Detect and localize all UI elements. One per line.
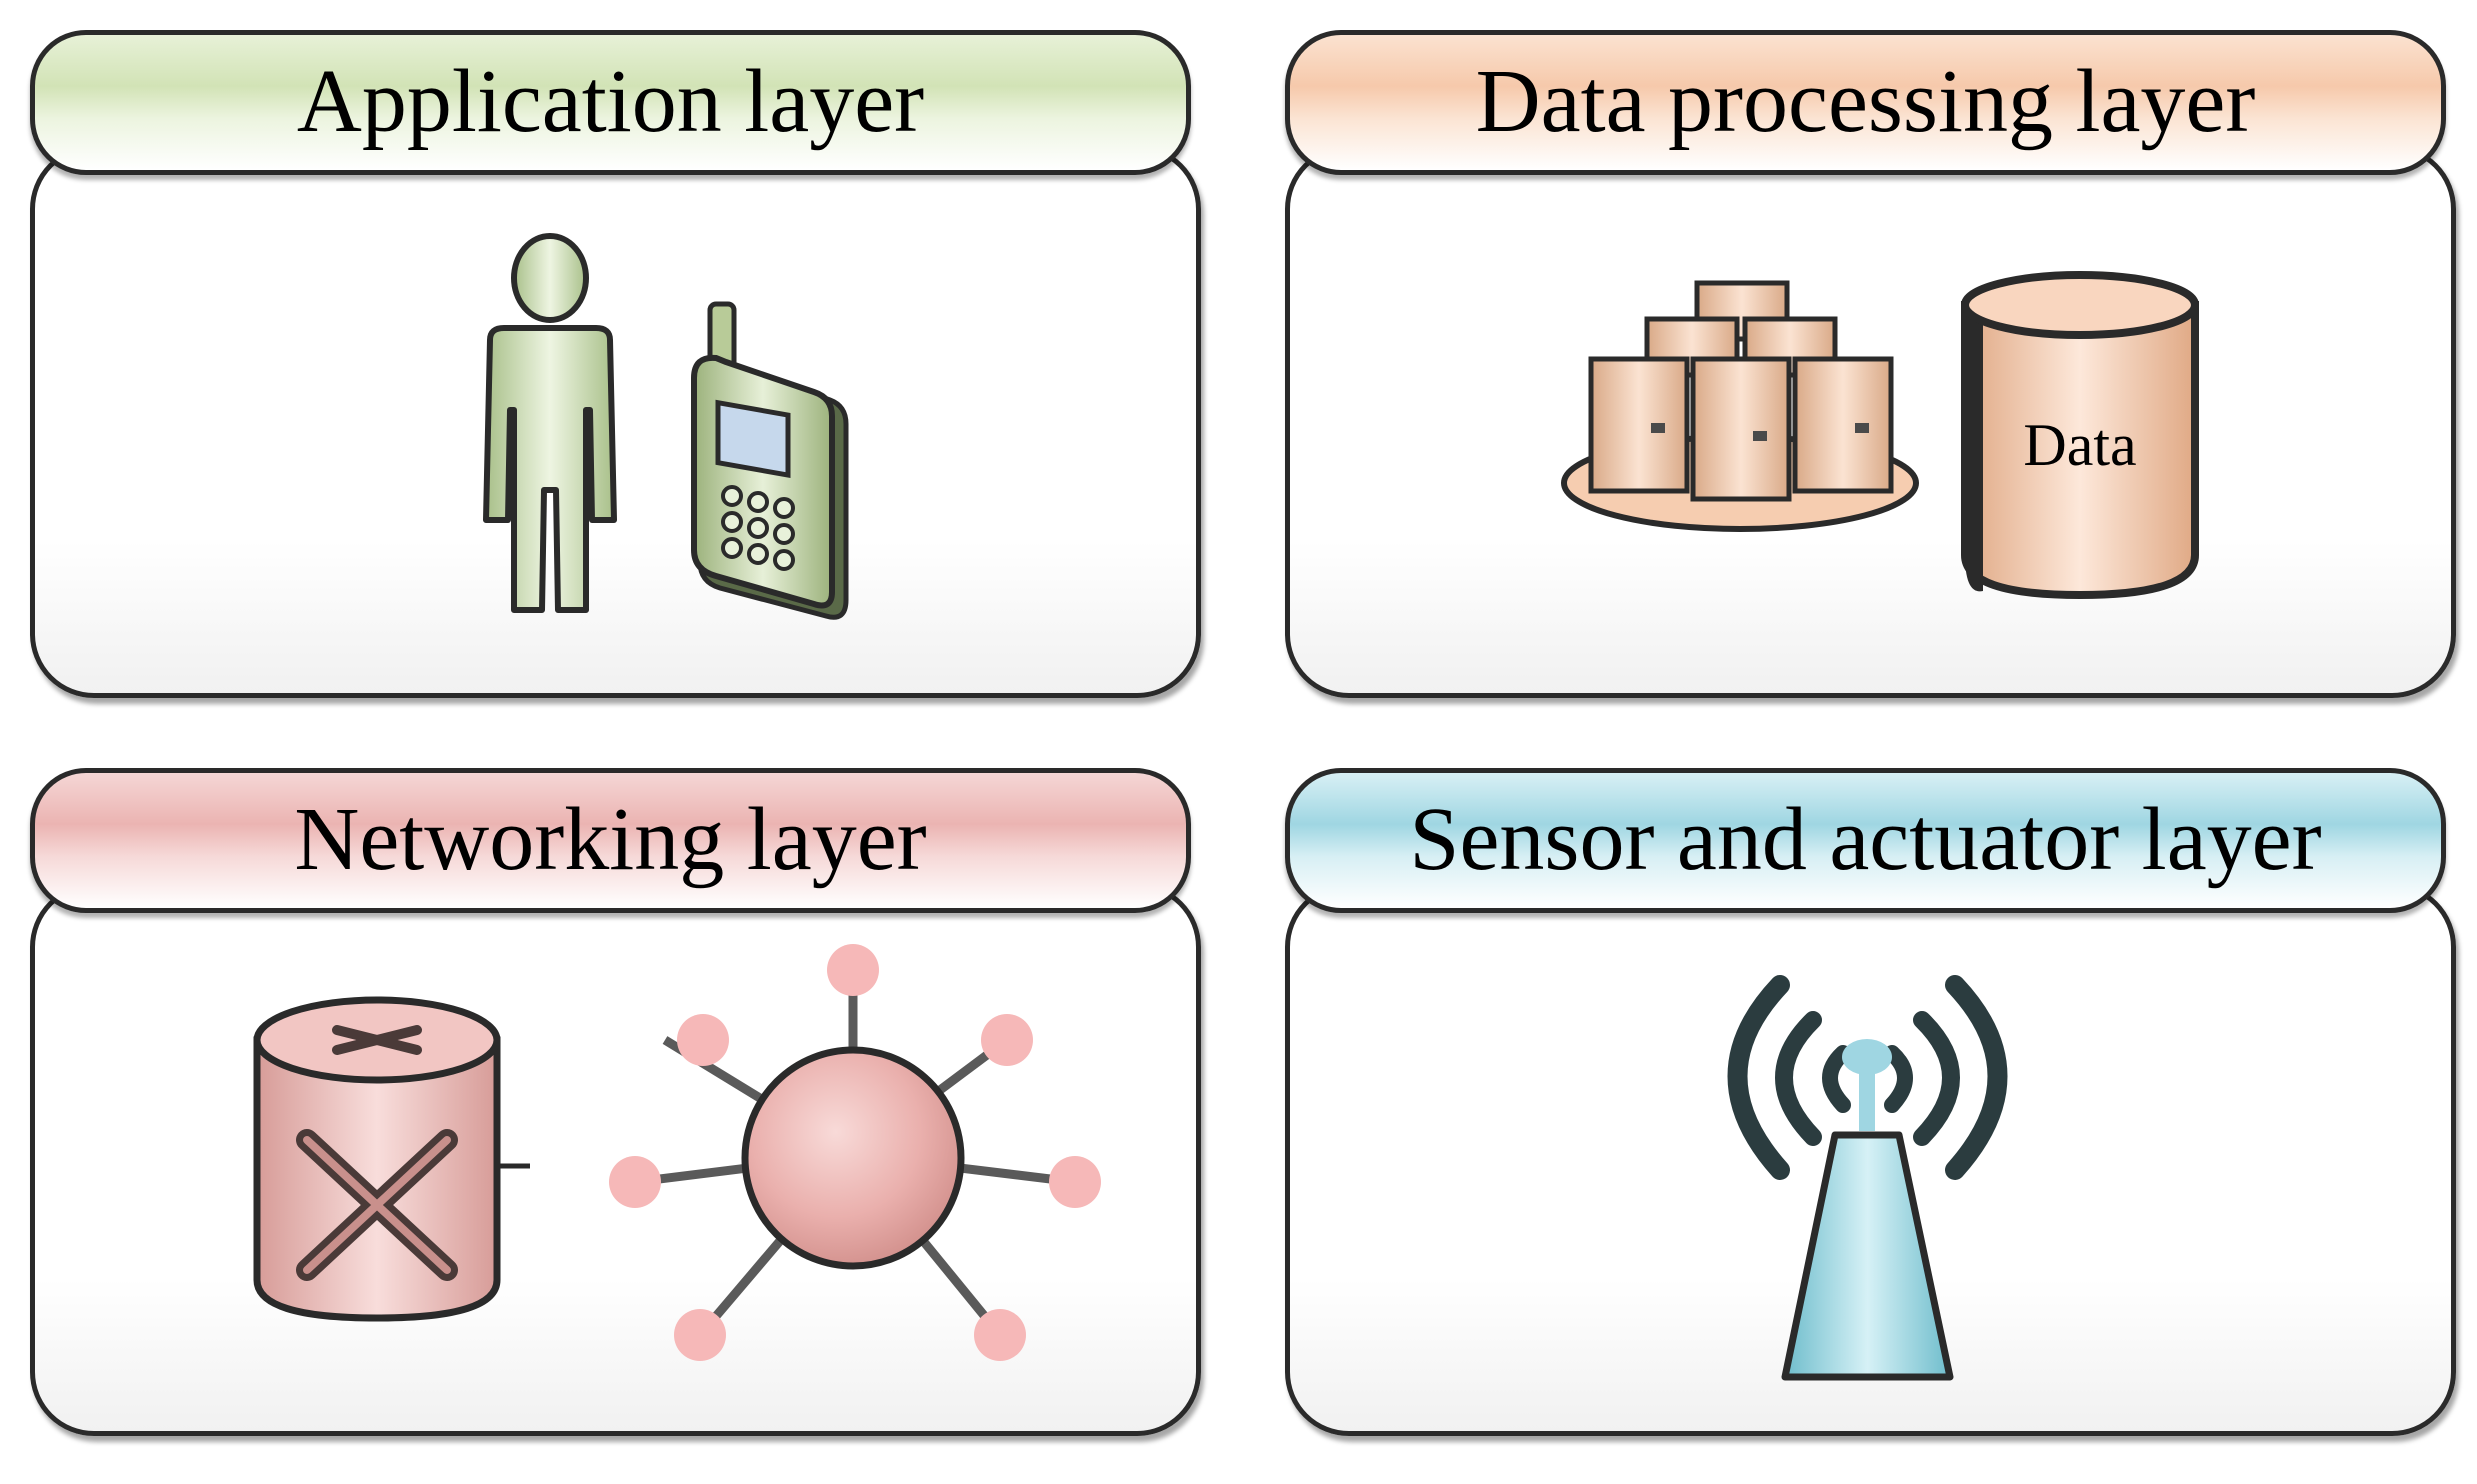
- networking-layer-title: Networking layer: [294, 790, 927, 889]
- sensor-actuator-layer-title: Sensor and actuator layer: [1409, 790, 2322, 889]
- database-icon: Data: [1961, 271, 2199, 600]
- application-layer-panel: Application layer: [30, 30, 1201, 698]
- application-layer-header: Application layer: [30, 30, 1191, 175]
- mobile-phone-icon: [691, 301, 849, 620]
- application-layer-title: Application layer: [296, 52, 925, 151]
- application-layer-body: [30, 145, 1201, 698]
- networking-layer-header: Networking layer: [30, 768, 1191, 913]
- person-icon: [483, 233, 617, 613]
- database-label: Data: [2023, 412, 2136, 478]
- data-processing-layer-title: Data processing layer: [1475, 52, 2256, 151]
- wireless-tower-icon: [1727, 975, 2008, 1381]
- network-hub-icon: [609, 944, 1101, 1361]
- data-processing-layer-header: Data processing layer: [1285, 30, 2446, 175]
- router-icon: [253, 996, 530, 1322]
- server-cluster-icon: [1561, 280, 1919, 532]
- sensor-actuator-layer-header: Sensor and actuator layer: [1285, 768, 2446, 913]
